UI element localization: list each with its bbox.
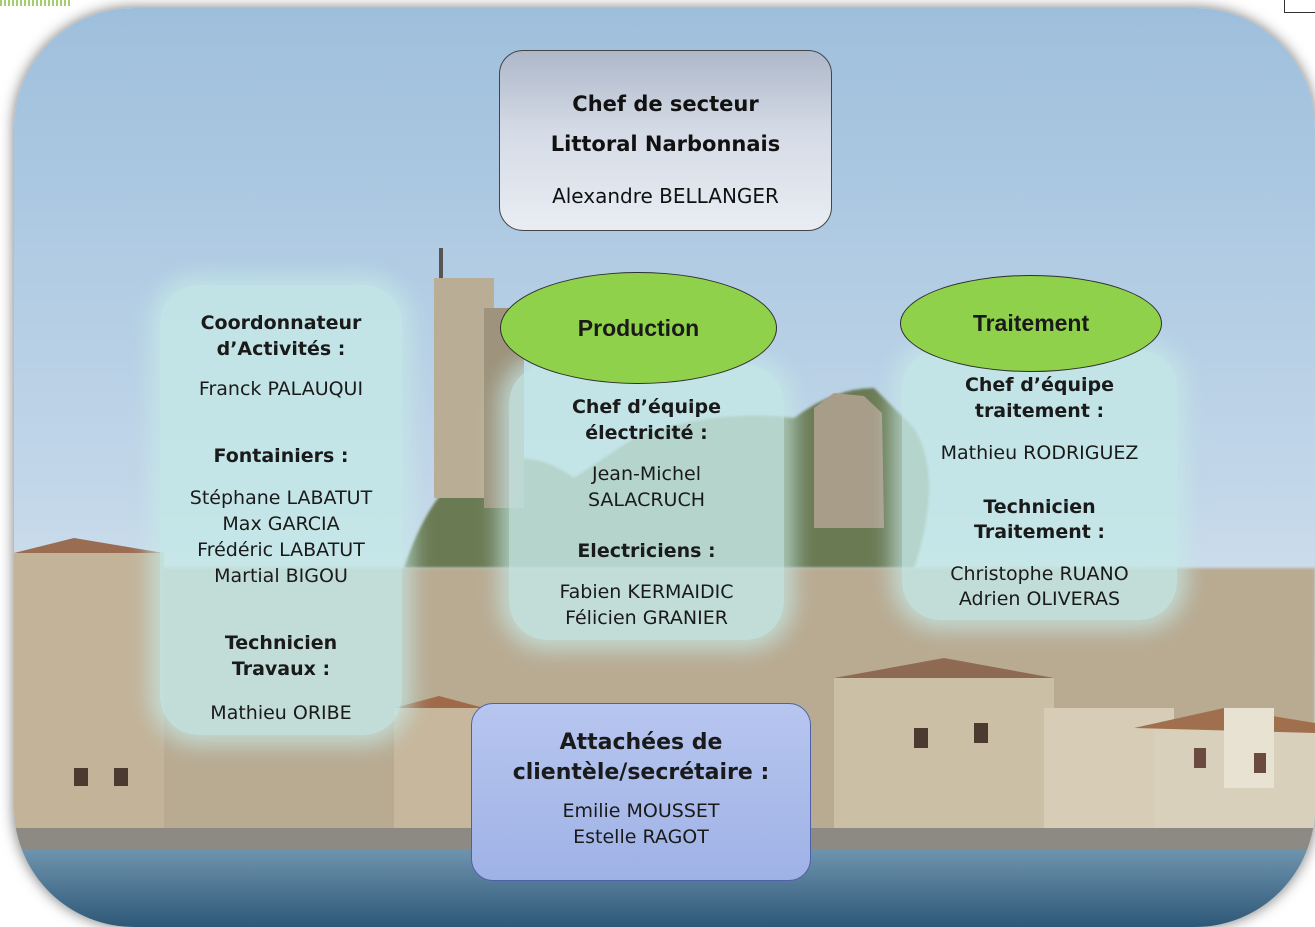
- electriciens-title: Electriciens :: [577, 540, 716, 562]
- chef-elec-name-2: SALACRUCH: [587, 489, 706, 511]
- coord-name: Franck PALAUQUI: [198, 378, 364, 400]
- coord-title-2: d’Activités :: [216, 338, 346, 360]
- tech-travaux-title-1: Technicien: [224, 632, 338, 654]
- tech-trait-2: Adrien OLIVERAS: [958, 588, 1121, 610]
- traitement-box: Chef d’équipe traitement : Mathieu RODRI…: [902, 350, 1177, 620]
- chef-elec-title-2: électricité :: [585, 422, 708, 444]
- attachees-title-2: clientèle/secrétaire :: [512, 760, 770, 785]
- chef-trait-title-1: Chef d’équipe: [964, 374, 1115, 396]
- electricien-1: Fabien KERMAIDIC: [559, 581, 734, 603]
- chef-secteur-title: Chef de secteur: [572, 92, 759, 116]
- chef-secteur-name: Alexandre BELLANGER: [552, 184, 779, 208]
- production-label: Production: [500, 272, 777, 384]
- corner-decoration: [0, 0, 70, 6]
- tech-travaux-title-2: Travaux :: [231, 658, 331, 680]
- coord-title-1: Coordonnateur: [200, 312, 362, 334]
- tech-travaux-name: Mathieu ORIBE: [210, 702, 352, 724]
- traitement-label: Traitement: [900, 275, 1162, 372]
- electricien-2: Félicien GRANIER: [565, 607, 728, 629]
- chef-elec-name-1: Jean-Michel: [592, 463, 701, 485]
- fontainier-4: Martial BIGOU: [214, 565, 348, 587]
- chef-secteur-box: Chef de secteur Littoral Narbonnais Alex…: [499, 50, 832, 231]
- production-box: Chef d’équipe électricité : Jean-Michel …: [509, 365, 784, 640]
- attachees-title-1: Attachées de: [559, 730, 723, 755]
- attachee-1: Emilie MOUSSET: [562, 800, 720, 822]
- chef-elec-title-1: Chef d’équipe: [571, 396, 722, 418]
- fontainiers-title: Fontainiers :: [213, 445, 349, 467]
- fontainier-1: Stéphane LABATUT: [189, 487, 373, 509]
- tech-trait-title-1: Technicien: [983, 496, 1096, 518]
- chef-trait-title-2: traitement :: [974, 400, 1105, 422]
- fontainier-2: Max GARCIA: [222, 513, 340, 535]
- chef-trait-name: Mathieu RODRIGUEZ: [940, 442, 1139, 464]
- tech-trait-1: Christophe RUANO: [950, 563, 1129, 585]
- chef-secteur-subtitle: Littoral Narbonnais: [550, 132, 781, 156]
- attachee-2: Estelle RAGOT: [573, 826, 709, 848]
- attachees-box: Attachées de clientèle/secrétaire : Emil…: [471, 703, 811, 881]
- fontainier-3: Frédéric LABATUT: [197, 539, 365, 561]
- tech-trait-title-2: Traitement :: [973, 521, 1106, 543]
- left-team-box: Coordonnateur d’Activités : Franck PALAU…: [160, 285, 402, 735]
